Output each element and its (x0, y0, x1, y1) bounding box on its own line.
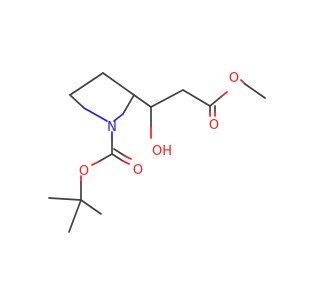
hydroxyl-label: OH (152, 144, 172, 159)
hydroxy-ester-chain (133, 79, 266, 139)
ester-carbonyl-oxygen-label: O (209, 118, 219, 133)
atom-labels: N OH O O O O (79, 71, 239, 179)
bond-carbonyl-ether (209, 95, 223, 107)
bond-carbamate-double-1 (111, 153, 124, 162)
bond-carbamate-ether-tip (91, 161, 99, 166)
bond-c3-c2 (102, 72, 135, 96)
bond-carbamate-double-2-tip (124, 155, 132, 160)
carbamate-carbonyl-oxygen-label: O (133, 163, 143, 178)
nitrogen-label: N (107, 120, 117, 135)
carbamate-ether-oxygen-label: O (79, 164, 89, 179)
boc-group (48, 131, 132, 233)
bond-c5-n (83, 107, 108, 122)
pyrrolidine-ring (69, 72, 135, 122)
bond-carbamate-ether (97, 153, 113, 163)
bond-c4-c5 (69, 94, 85, 109)
bond-c2-n (122, 94, 135, 115)
bond-tbu-methyl-down (68, 199, 82, 233)
bond-choh-ch2 (150, 89, 184, 108)
structure-diagram: N OH O O O O (48, 71, 266, 233)
bond-ether-methyl (244, 83, 266, 99)
bond-tbu-methyl-left (48, 197, 82, 201)
bond-tbu-methyl-right (80, 199, 102, 215)
bond-c2-n-tip (113, 113, 124, 122)
bond-c4-c3 (69, 72, 104, 96)
ester-ether-oxygen-label: O (229, 71, 239, 86)
bond-carbamate-double-2 (113, 148, 126, 157)
bond-carbonyl-ether-tip (221, 91, 228, 97)
bond-carbamate-double-1-tip (122, 160, 130, 165)
bond-ether-methyl-tip (240, 79, 246, 85)
bond-ch2-carbonyl (182, 89, 211, 107)
bond-ring-choh (133, 94, 152, 108)
